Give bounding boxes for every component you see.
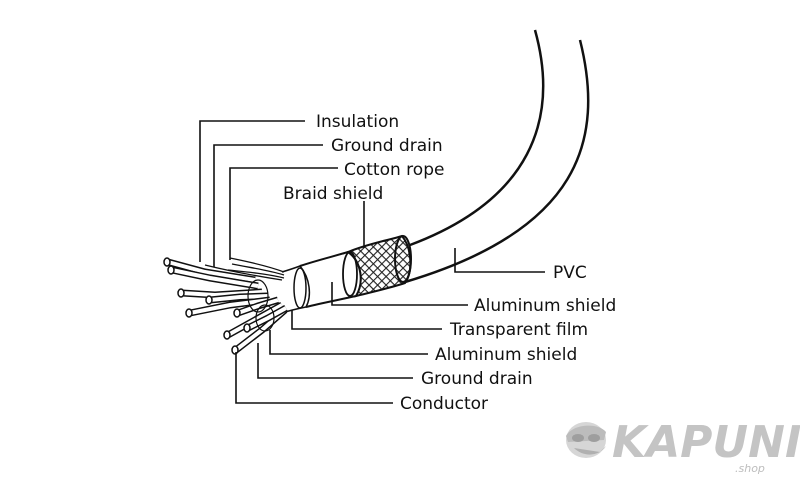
- label-braid-shield: Braid shield: [283, 184, 383, 204]
- kapuni-logo: KAPUNI .shop: [566, 417, 800, 475]
- transparent-film-layer: [281, 265, 311, 314]
- label-pvc: PVC: [553, 263, 587, 283]
- aluminum-shield-outer-layer: [299, 250, 362, 308]
- logo-suffix-text: .shop: [735, 462, 765, 475]
- label-cotton-rope: Cotton rope: [344, 160, 444, 180]
- label-aluminum-shield-outer: Aluminum shield: [474, 296, 616, 316]
- logo-brand-text: KAPUNI: [612, 417, 800, 468]
- conductor-wire: [185, 296, 271, 318]
- conductor-wire: [163, 257, 256, 284]
- leader-insulation: [199, 120, 305, 262]
- label-ground-drain-bottom: Ground drain: [421, 369, 533, 389]
- inner-aluminum-wrap: [247, 279, 269, 313]
- label-ground-drain-top: Ground drain: [331, 136, 443, 156]
- conductor-wire: [167, 265, 259, 290]
- leader-aluminum-shield-outer: [331, 282, 468, 306]
- conductor-wire: [233, 296, 280, 318]
- leader-conductor: [235, 352, 393, 404]
- conductor-wire: [177, 288, 263, 299]
- label-insulation: Insulation: [316, 112, 399, 132]
- label-transparent-film: Transparent film: [449, 320, 588, 340]
- conductor-wire: [223, 301, 284, 340]
- leader-transparent-film: [291, 310, 442, 330]
- conductor-wire: [205, 292, 269, 305]
- cotton-rope-wires: [204, 257, 285, 281]
- leader-pvc: [454, 248, 545, 273]
- leader-lines: [199, 120, 545, 404]
- leader-aluminum-shield-inner: [269, 330, 428, 355]
- conductor-wire: [243, 304, 288, 333]
- duck-mascot-icon: [566, 422, 606, 458]
- leader-ground-drain-bottom: [257, 343, 413, 379]
- inner-aluminum-wrap: [255, 304, 275, 332]
- label-aluminum-shield-inner: Aluminum shield: [435, 345, 577, 365]
- pvc-jacket: [404, 29, 590, 284]
- label-conductor: Conductor: [400, 394, 488, 414]
- leader-ground-drain-top: [213, 144, 323, 267]
- conductor-wires: [163, 257, 288, 355]
- leader-cotton-rope: [229, 167, 338, 260]
